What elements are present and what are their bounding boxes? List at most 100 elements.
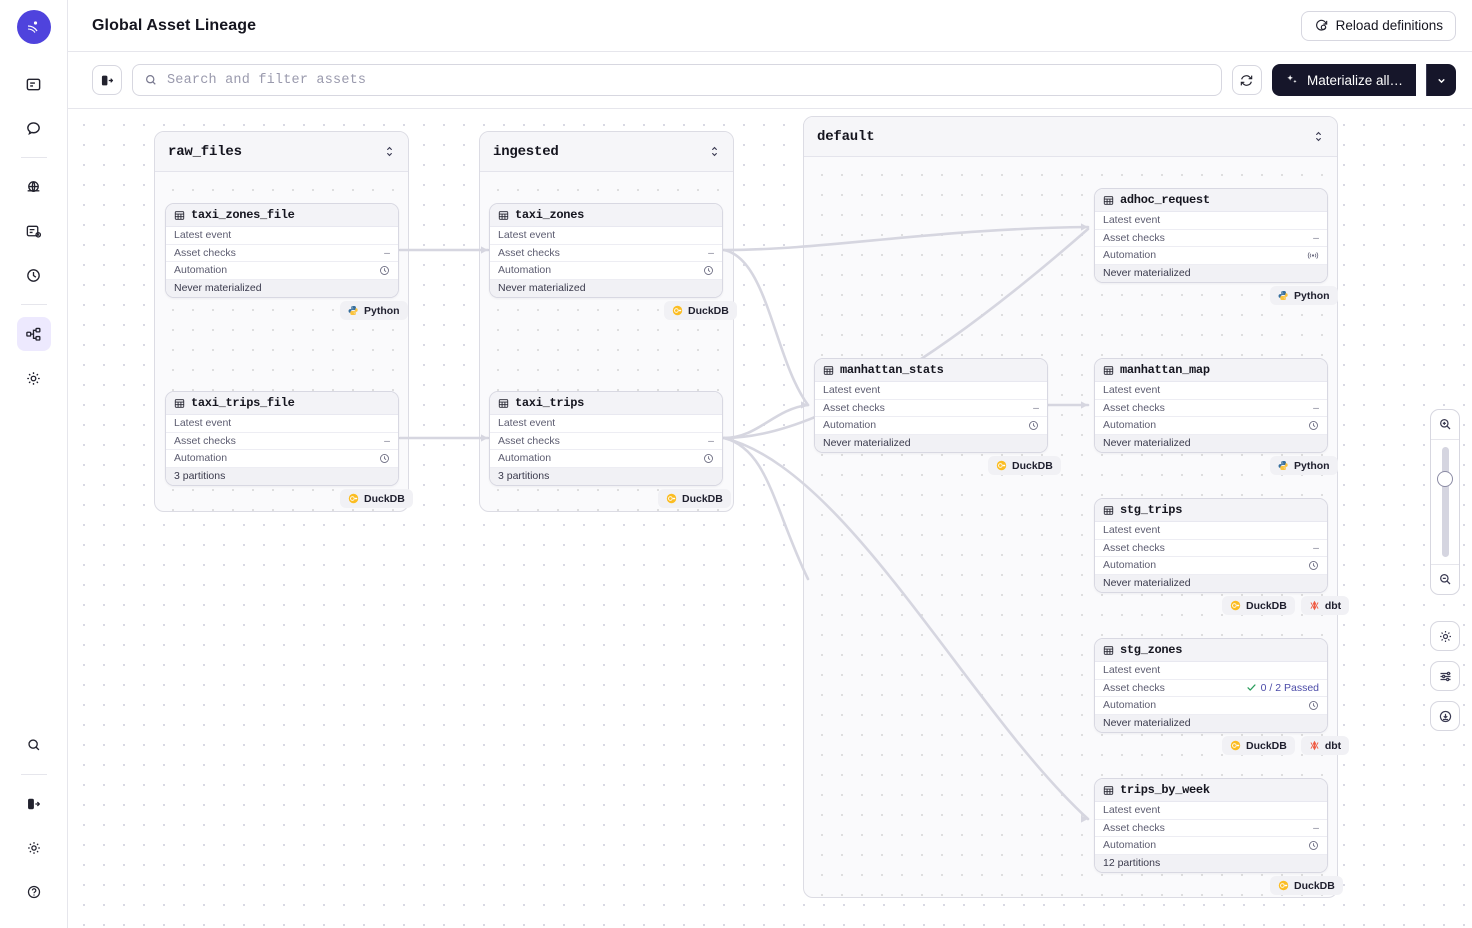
sidebar-collapse-nav-button[interactable] bbox=[17, 787, 51, 821]
asset-group-header-ingested[interactable]: ingested bbox=[480, 132, 733, 172]
tag-duckdb[interactable]: DuckDB bbox=[340, 489, 413, 508]
sidebar-item-jobs[interactable] bbox=[17, 214, 51, 248]
asset-node-tags: DuckDB bbox=[988, 456, 1061, 475]
tag-python[interactable]: Python bbox=[1270, 456, 1338, 475]
asset-group-header-raw_files[interactable]: raw_files bbox=[155, 132, 408, 172]
asset-node-tags: Python bbox=[340, 301, 408, 320]
automation-row[interactable]: Automation bbox=[166, 450, 398, 468]
toggle-sidebar-button[interactable] bbox=[92, 65, 122, 95]
tag-python[interactable]: Python bbox=[340, 301, 408, 320]
latest-event-row: Latest event bbox=[1095, 522, 1327, 540]
asset-status-footer: Never materialized bbox=[815, 434, 1047, 452]
chevron-down-icon bbox=[1436, 75, 1447, 86]
tag-duckdb[interactable]: DuckDB bbox=[664, 301, 737, 320]
materialize-all-button[interactable]: Materialize all… bbox=[1271, 64, 1416, 96]
graph-settings-button[interactable] bbox=[1430, 621, 1460, 651]
clock-icon bbox=[1308, 700, 1319, 711]
sidebar-preferences-button[interactable] bbox=[17, 831, 51, 865]
sparkle-icon bbox=[1285, 73, 1299, 87]
lineage-canvas[interactable]: raw_files ingested default bbox=[68, 109, 1472, 928]
automation-row[interactable]: Automation bbox=[1095, 417, 1327, 435]
asset-node-header: taxi_zones_file bbox=[166, 204, 398, 227]
automation-row[interactable]: Automation bbox=[166, 262, 398, 280]
asset-checks-row[interactable]: Asset checks– bbox=[815, 400, 1047, 417]
tag-duckdb[interactable]: DuckDB bbox=[1222, 596, 1295, 615]
zoom-slider-handle[interactable] bbox=[1437, 471, 1453, 487]
asset-group-header-default[interactable]: default bbox=[804, 117, 1337, 157]
search-placeholder: Search and filter assets bbox=[167, 72, 367, 88]
tag-dbt[interactable]: dbt bbox=[1300, 596, 1350, 615]
tag-python[interactable]: Python bbox=[1270, 286, 1338, 305]
zoom-out-button[interactable] bbox=[1431, 565, 1459, 594]
table-icon bbox=[1103, 195, 1114, 206]
automation-row[interactable]: Automation bbox=[1095, 247, 1327, 265]
automation-row[interactable]: Automation bbox=[490, 262, 722, 280]
dagster-logo[interactable] bbox=[16, 10, 51, 44]
asset-checks-value: – bbox=[1313, 821, 1319, 834]
zoom-controls bbox=[1430, 409, 1460, 595]
zoom-in-button[interactable] bbox=[1431, 410, 1459, 439]
search-input[interactable]: Search and filter assets bbox=[132, 64, 1222, 96]
sidebar-item-runs[interactable] bbox=[17, 67, 51, 101]
tag-duckdb[interactable]: DuckDB bbox=[658, 489, 731, 508]
asset-checks-row[interactable]: Asset checks– bbox=[490, 433, 722, 450]
collapse-vertical-icon[interactable] bbox=[1313, 131, 1324, 142]
latest-event-label: Latest event bbox=[823, 384, 881, 397]
sidebar-help-button[interactable] bbox=[17, 875, 51, 909]
asset-checks-row[interactable]: Asset checks– bbox=[166, 245, 398, 262]
asset-checks-row[interactable]: Asset checks– bbox=[1095, 400, 1327, 417]
automation-row[interactable]: Automation bbox=[1095, 557, 1327, 575]
reload-definitions-button[interactable]: Reload definitions bbox=[1300, 10, 1456, 41]
tag-duckdb[interactable]: DuckDB bbox=[1270, 876, 1343, 895]
tag-label: Python bbox=[1294, 459, 1330, 472]
asset-checks-label: Asset checks bbox=[1103, 821, 1165, 834]
sidebar-item-asset-lineage[interactable] bbox=[16, 317, 51, 351]
collapse-vertical-icon[interactable] bbox=[709, 146, 720, 157]
asset-node-header: trips_by_week bbox=[1095, 779, 1327, 802]
tag-duckdb[interactable]: DuckDB bbox=[988, 456, 1061, 475]
refresh-button[interactable] bbox=[1231, 65, 1262, 95]
sidebar-search-button[interactable] bbox=[17, 728, 51, 762]
latest-event-label: Latest event bbox=[1103, 524, 1161, 537]
table-icon bbox=[498, 210, 509, 221]
recenter-graph-button[interactable] bbox=[1430, 701, 1460, 731]
graph-filters-button[interactable] bbox=[1430, 661, 1460, 691]
asset-checks-row[interactable]: Asset checks– bbox=[490, 245, 722, 262]
asset-node-header: taxi_trips bbox=[490, 392, 722, 415]
sidebar-item-chat[interactable] bbox=[17, 111, 51, 145]
automation-row[interactable]: Automation bbox=[490, 450, 722, 468]
automation-row[interactable]: Automation bbox=[1095, 837, 1327, 855]
asset-checks-label: Asset checks bbox=[1103, 541, 1165, 554]
asset-node-title: stg_trips bbox=[1120, 503, 1183, 517]
materialize-options-button[interactable] bbox=[1426, 64, 1456, 96]
latest-event-label: Latest event bbox=[498, 417, 556, 430]
automation-row[interactable]: Automation bbox=[1095, 697, 1327, 715]
sidebar-item-schedules[interactable] bbox=[17, 258, 51, 292]
latest-event-label: Latest event bbox=[1103, 664, 1161, 677]
asset-checks-row[interactable]: Asset checks – bbox=[1095, 820, 1327, 837]
sidebar-item-settings[interactable] bbox=[17, 361, 51, 395]
asset-node-tags: DuckDB bbox=[658, 489, 731, 508]
asset-checks-row[interactable]: Asset checks– bbox=[166, 433, 398, 450]
asset-node-header: stg_trips bbox=[1095, 499, 1327, 522]
tag-dbt[interactable]: dbt bbox=[1300, 736, 1350, 755]
automation-row[interactable]: Automation bbox=[815, 417, 1047, 435]
collapse-vertical-icon[interactable] bbox=[384, 146, 395, 157]
asset-checks-row[interactable]: Asset checks– bbox=[1095, 230, 1327, 247]
tag-duckdb[interactable]: DuckDB bbox=[1222, 736, 1295, 755]
sidebar-item-deployment[interactable] bbox=[17, 170, 51, 204]
asset-group-name: default bbox=[817, 128, 875, 145]
zoom-slider[interactable] bbox=[1431, 439, 1459, 565]
asset-checks-row[interactable]: Asset checks– bbox=[1095, 540, 1327, 557]
